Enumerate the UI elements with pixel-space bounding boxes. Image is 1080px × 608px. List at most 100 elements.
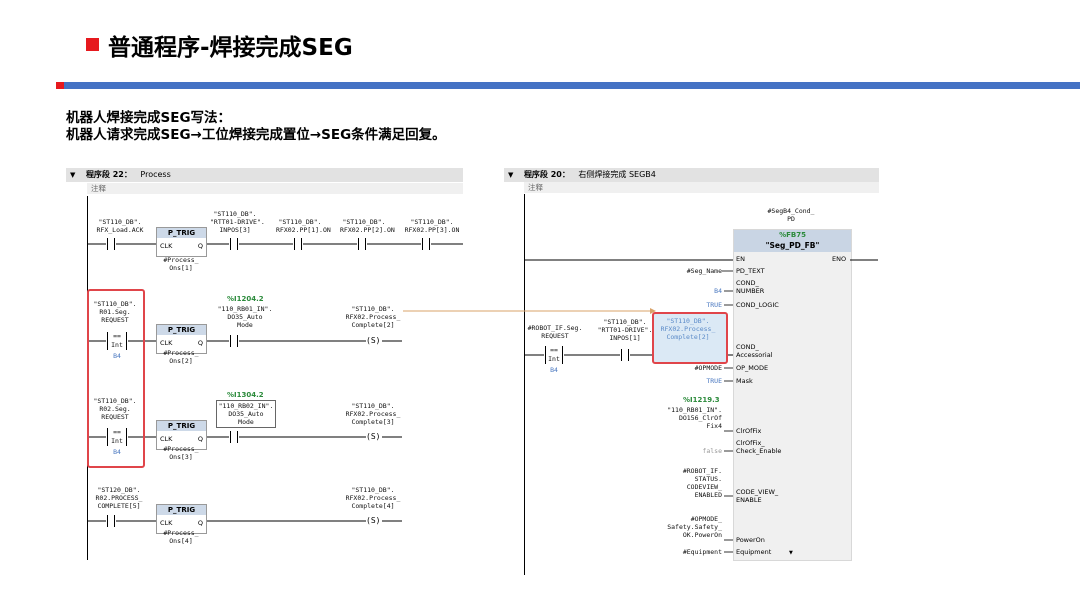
- set-coil-2: (S): [366, 336, 381, 345]
- ptrig-q-pin: Q: [197, 339, 203, 347]
- pin-power-on: PowerOn: [736, 536, 765, 544]
- pin-pd-text: PD_TEXT: [736, 267, 765, 275]
- ptrig-block-2[interactable]: P_TRIG CLK Q: [156, 324, 207, 354]
- ptrig-block-4[interactable]: P_TRIG CLK Q: [156, 504, 207, 534]
- slide-title: 普通程序-焊接完成SEG: [108, 35, 353, 61]
- cmp-r02-type: Int: [111, 437, 123, 445]
- ptrig-q-pin: Q: [197, 435, 203, 443]
- left-segment-label: 程序段 22：: [85, 170, 132, 179]
- coil-complete4-tag: "ST110_DB". RFX02.Process_ Complete[4]: [345, 486, 401, 510]
- contact-inpos1-label: "ST110_DB". "RTT01-DRIVE". INPOS[1]: [597, 318, 653, 342]
- cmp-robot-value: B4: [550, 366, 558, 374]
- cmp-r01-value: B4: [113, 352, 121, 360]
- cmp-r02-op: ==: [113, 428, 121, 436]
- coil-complete3-tag: "ST110_DB". RFX02.Process_ Complete[3]: [345, 402, 401, 426]
- pin-mask: Mask: [736, 377, 753, 385]
- title-bar-accent: [56, 82, 64, 89]
- contact-st120-complete-label: "ST120_DB". R02.PROCESS_ COMPLETE[5]: [95, 486, 143, 510]
- arg-clr-of-fix: "110_RB01_IN". DO156_ClrOf Fix4: [667, 406, 722, 430]
- arg-check-enable: false: [702, 447, 722, 455]
- contact-rfx-load-ack-label: "ST110_DB". RFX_Load.ACK: [96, 218, 144, 234]
- right-segment-name: 右侧焊接完成 SEGB4: [578, 170, 656, 179]
- fb-name: "Seg_PD_FB": [765, 241, 820, 250]
- pin-cond-number: COND_ NUMBER: [736, 279, 765, 295]
- ptrig-clk-pin: CLK: [160, 519, 173, 527]
- right-comment-text: 注释: [528, 183, 543, 192]
- cmp-r02-value: B4: [113, 448, 121, 456]
- fb-address: %FB75: [779, 231, 806, 239]
- highlight-complete-box: [652, 312, 728, 364]
- ptrig-mem-1: #Process_ Ons[1]: [163, 256, 199, 272]
- seg-pd-fb-block[interactable]: %FB75 "Seg_PD_FB": [733, 229, 852, 561]
- left-segment-name: Process: [140, 170, 171, 179]
- ptrig-title: P_TRIG: [157, 228, 206, 238]
- contact-inpos3-label: "ST110_DB". "RTT01-DRIVE". INPOS[3]: [210, 210, 265, 234]
- left-network-panel: [66, 168, 464, 566]
- pin-equipment: Equipment: [736, 548, 772, 556]
- addr-i1219: %I1219.3: [683, 396, 720, 404]
- ptrig-block-1[interactable]: P_TRIG CLK Q: [156, 227, 207, 257]
- right-segment-label: 程序段 20：: [523, 170, 570, 179]
- ptrig-mem-4: #Process_ Ons[4]: [163, 529, 199, 545]
- arg-equipment: #Equipment: [682, 548, 722, 556]
- expand-chevron-icon[interactable]: ▼: [789, 550, 793, 556]
- arg-mask: TRUE: [706, 377, 722, 385]
- cmp-robot-type: Int: [548, 355, 560, 363]
- ptrig-title: P_TRIG: [157, 505, 206, 515]
- ptrig-mem-2: #Process_ Ons[2]: [163, 349, 199, 365]
- contact-rb01-auto-label: "110_RB01_IN". DO35_Auto Mode: [217, 305, 273, 329]
- right-segment-header[interactable]: ▼ 程序段 20： 右侧焊接完成 SEGB4: [504, 168, 879, 182]
- pin-op-mode: OP_MODE: [736, 364, 769, 372]
- arg-seg-name: #Seg_Name: [686, 267, 722, 275]
- arg-cond-accessorial: "ST110_DB". RFX02.Process_ Complete[2]: [660, 317, 716, 341]
- ptrig-clk-pin: CLK: [160, 242, 173, 250]
- cmp-robot-op: ==: [550, 346, 558, 354]
- left-segment-header[interactable]: ▼ 程序段 22： Process: [66, 168, 463, 182]
- pin-clr-check-enable: ClrOfFix_ Check_Enable: [736, 439, 782, 455]
- fb-instance-name: #SegB4_Cond_ PD: [767, 207, 815, 223]
- cmp-robot-seg-tag: #ROBOT_IF.Seg. REQUEST: [527, 324, 583, 340]
- fb-eno-pin: ENO: [832, 255, 847, 263]
- contact-rb02-auto-label: "110_RB02_IN". DO35_Auto Mode: [216, 400, 276, 428]
- ptrig-clk-pin: CLK: [160, 339, 173, 347]
- ptrig-title: P_TRIG: [157, 421, 206, 431]
- ptrig-mem-3: #Process_ Ons[3]: [163, 445, 199, 461]
- right-comment[interactable]: 注释: [524, 182, 879, 193]
- title-bullet-icon: [86, 38, 99, 51]
- arg-opmode: #OPMODE: [694, 364, 722, 372]
- left-comment[interactable]: 注释: [87, 183, 463, 194]
- pin-cond-accessorial: COND_ Accessorial: [736, 343, 773, 359]
- arg-power-on: #OPMODE_ Safety.Safety_ OK.PowerOn: [667, 515, 722, 539]
- cmp-r01-type: Int: [111, 341, 123, 349]
- pin-code-view-enable: CODE_VIEW_ ENABLE: [736, 488, 779, 504]
- ptrig-q-pin: Q: [197, 242, 203, 250]
- contact-pp1-label: "ST110_DB". RFX02.PP[1].ON: [276, 218, 331, 234]
- cmp-r01-op: ==: [113, 332, 121, 340]
- addr-i1304: %I1304.2: [227, 391, 264, 399]
- arg-logic: TRUE: [706, 301, 722, 309]
- cmp-r02-tag: "ST110_DB". R02.Seg. REQUEST: [93, 397, 137, 421]
- connector-arrow-head: [650, 308, 656, 314]
- ptrig-title: P_TRIG: [157, 325, 206, 335]
- pin-clr-of-fix: ClrOfFix: [736, 427, 762, 435]
- ptrig-block-3[interactable]: P_TRIG CLK Q: [156, 420, 207, 450]
- arg-codeview: #ROBOT_IF. STATUS. CODEVIEW_ ENABLED: [682, 467, 722, 499]
- ptrig-q-pin: Q: [197, 519, 203, 527]
- desc-line-1: 机器人焊接完成SEG写法：: [66, 110, 232, 126]
- set-coil-4: (S): [366, 516, 381, 525]
- ptrig-clk-pin: CLK: [160, 435, 173, 443]
- set-coil-3: (S): [366, 432, 381, 441]
- arg-number: B4: [714, 287, 722, 295]
- cmp-r01-tag: "ST110_DB". R01.Seg. REQUEST: [93, 300, 137, 324]
- left-comment-text: 注释: [91, 184, 106, 193]
- pin-cond-logic: COND_LOGIC: [736, 301, 779, 309]
- contact-pp3-label: "ST110_DB". RFX02.PP[3].ON: [404, 218, 460, 234]
- contact-pp2-label: "ST110_DB". RFX02.PP[2].ON: [340, 218, 395, 234]
- highlight-compare-box: [87, 289, 145, 468]
- coil-complete2-tag: "ST110_DB". RFX02.Process_ Complete[2]: [345, 305, 401, 329]
- desc-line-2: 机器人请求完成SEG→工位焊接完成置位→SEG条件满足回复。: [66, 127, 446, 143]
- title-bar: [64, 82, 1080, 89]
- fb-en-pin: EN: [736, 255, 745, 263]
- addr-i1204: %I1204.2: [227, 295, 264, 303]
